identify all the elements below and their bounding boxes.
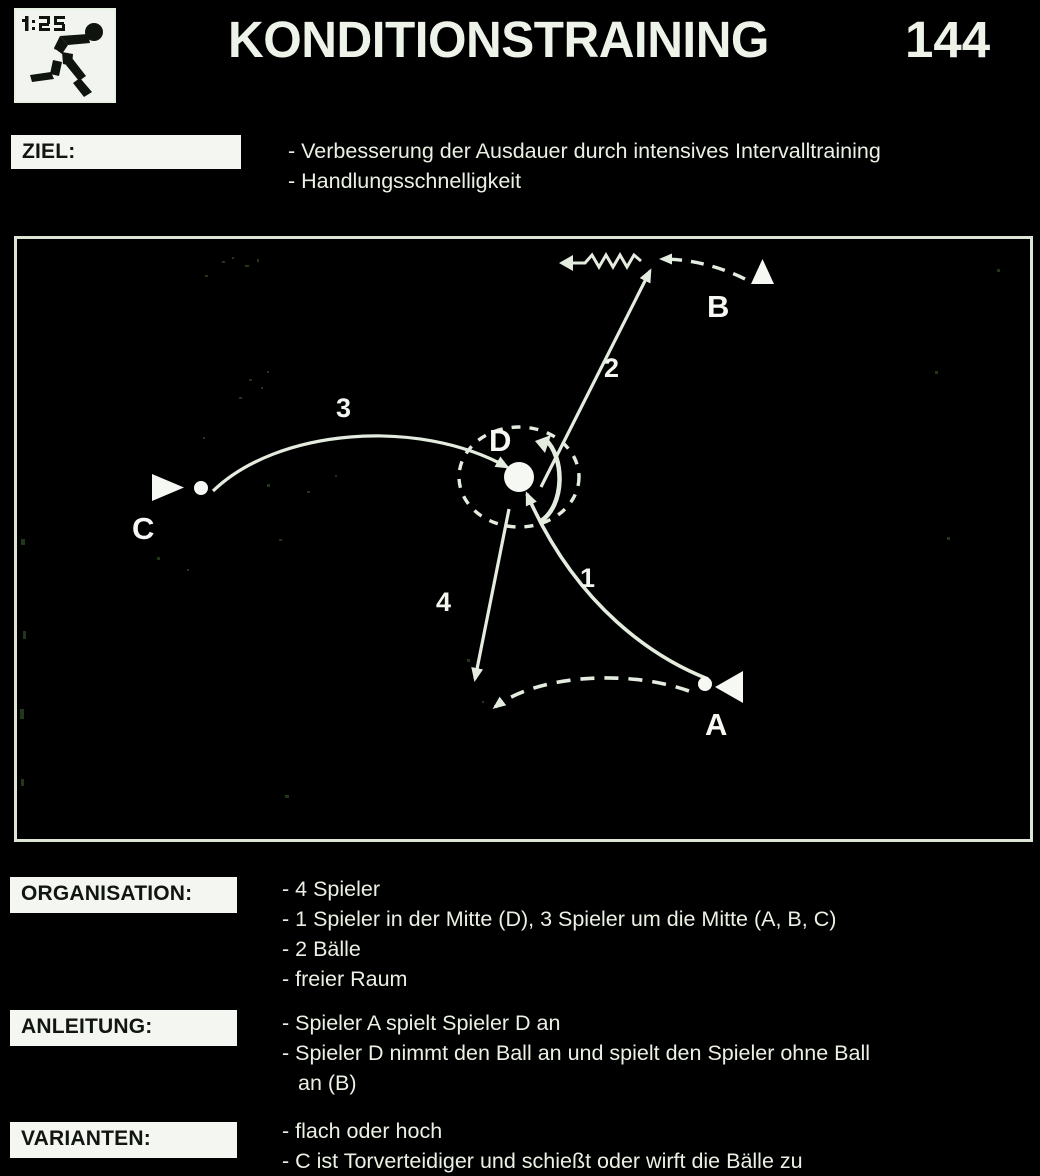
player-label-B: B: [707, 289, 729, 324]
drill-diagram-canvas: 3 1 2 4: [17, 239, 1030, 839]
section-text-varianten: - flach oder hoch - C ist Torverteidiger…: [282, 1116, 803, 1176]
run-arrow-4: [471, 508, 511, 682]
movement-4-run-d: 4: [436, 508, 511, 682]
anleitung-line-2: - Spieler D nimmt den Ball an und spielt…: [282, 1041, 870, 1065]
anleitung-line-3: an (B): [298, 1071, 357, 1095]
player-d-marker: [504, 462, 534, 492]
movement-label-2: 2: [604, 353, 619, 383]
player-C: C: [132, 474, 208, 546]
movement-label-1: 1: [580, 563, 595, 593]
player-D: D: [457, 423, 581, 529]
varianten-line-2: - C ist Torverteidiger und schießt oder …: [282, 1149, 803, 1173]
player-B: B: [707, 259, 774, 324]
movement-2-pass-d-to-b: 2: [539, 268, 652, 488]
page-number: 144: [905, 11, 991, 68]
section-text-ziel: - Verbesserung der Ausdauer durch intens…: [288, 136, 881, 196]
run-path-a-dashed: [492, 676, 690, 709]
movement-label-3: 3: [336, 393, 351, 423]
player-c-marker: [152, 474, 184, 501]
section-label-varianten: VARIANTEN:: [10, 1122, 237, 1158]
ziel-line-1: - Verbesserung der Ausdauer durch intens…: [288, 139, 881, 163]
pass-arrow-2: [539, 268, 652, 488]
section-text-anleitung: - Spieler A spielt Spieler D an - Spiele…: [282, 1008, 870, 1098]
diagram-background: [17, 239, 1030, 839]
player-d-turn-arc: [539, 437, 562, 523]
ziel-line-2: - Handlungsschnelligkeit: [288, 169, 522, 193]
section-label-organisation: ORGANISATION:: [10, 877, 237, 913]
logo-ball-icon: [85, 23, 103, 41]
player-d-zone-circle: [457, 425, 581, 529]
player-a-marker: [715, 671, 743, 703]
pass-arrow-1: [525, 491, 709, 681]
dashed-run-arrow-a: [492, 676, 690, 709]
movement-label-4: 4: [436, 587, 451, 617]
player-A: A: [698, 671, 743, 742]
scan-noise: [20, 257, 1000, 798]
section-label-ziel: ZIEL:: [11, 135, 241, 169]
organisation-line-4: - freier Raum: [282, 967, 408, 991]
player-b-marker: [751, 259, 774, 284]
run-path-b-dashed: [659, 253, 746, 281]
player-d-turn-arrowhead: [535, 435, 551, 453]
organisation-line-3: - 2 Bälle: [282, 937, 361, 961]
training-logo: [14, 8, 116, 103]
player-label-D: D: [489, 423, 511, 458]
running-player-with-ball-icon: [16, 10, 114, 101]
dashed-run-arrow-b: [659, 253, 746, 281]
logo-timer-text: [22, 16, 65, 31]
page-title: KONDITIONSTRAINING: [228, 11, 769, 68]
player-a-ball: [698, 677, 712, 691]
section-label-anleitung: ANLEITUNG:: [10, 1010, 237, 1046]
dribble-zigzag-arrow: [559, 252, 642, 271]
anleitung-line-1: - Spieler A spielt Spieler D an: [282, 1011, 561, 1035]
logo-runner-icon: [30, 34, 92, 97]
page-header: KONDITIONSTRAINING 144: [0, 0, 1040, 120]
player-label-C: C: [132, 511, 154, 546]
training-drill-diagram: 3 1 2 4: [14, 236, 1033, 842]
zigzag-dribble-line: [573, 252, 642, 270]
section-text-organisation: - 4 Spieler - 1 Spieler in der Mitte (D)…: [282, 874, 836, 994]
movement-1-pass-a-to-d: 1: [525, 491, 709, 681]
zigzag-arrowhead: [559, 255, 573, 271]
organisation-line-2: - 1 Spieler in der Mitte (D), 3 Spieler …: [282, 907, 837, 931]
organisation-line-1: - 4 Spieler: [282, 877, 380, 901]
varianten-line-1: - flach oder hoch: [282, 1119, 443, 1143]
player-c-ball: [194, 481, 208, 495]
player-label-A: A: [705, 707, 727, 742]
